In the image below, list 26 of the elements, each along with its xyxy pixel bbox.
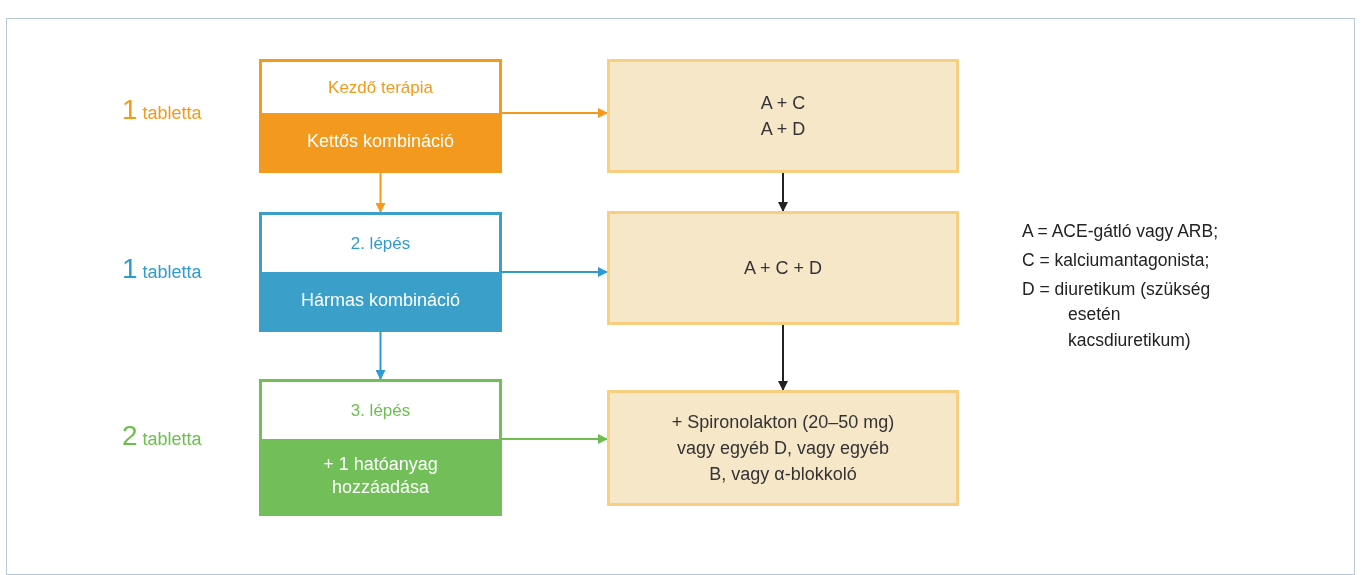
tablet-count: 2 tabletta: [122, 420, 203, 452]
step-heading: 2. lépés: [350, 233, 411, 254]
arrow: [375, 172, 386, 213]
step-heading: Kezdő terápia: [328, 77, 433, 98]
combination-text: A + C: [760, 91, 806, 115]
abbreviation-note: D = diuretikum (szükség esetén kacsdiuretikum): [1022, 278, 1212, 352]
abbreviation-note: A = ACE-gátló vagy ARB;: [1022, 220, 1218, 243]
abbreviation-note: C = kalciumantagonista;: [1022, 249, 1211, 272]
step-heading: 3. lépés: [350, 400, 411, 421]
combination-box: [607, 211, 959, 325]
arrow: [501, 434, 608, 444]
arrow: [778, 324, 788, 391]
combination-text: + Spironolakton (20–50 mg) vagy egyéb D, vagy egyéb B, vagy α-blokkoló: [670, 410, 896, 487]
combination-box: [607, 390, 959, 506]
arrow: [778, 172, 788, 212]
combination-box: [607, 59, 959, 173]
step-description: Hármas kombináció: [300, 288, 461, 312]
tablet-count: 1 tabletta: [122, 94, 203, 126]
step-description: + 1 hatóanyag hozzáadása: [322, 452, 439, 499]
arrow: [501, 267, 608, 277]
combination-text: A + D: [760, 118, 806, 141]
tablet-count: 1 tabletta: [122, 253, 203, 285]
arrow: [501, 108, 608, 118]
combination-text: A + C + D: [743, 256, 822, 280]
step-description: Kettős kombináció: [306, 129, 455, 153]
arrow: [375, 331, 386, 380]
